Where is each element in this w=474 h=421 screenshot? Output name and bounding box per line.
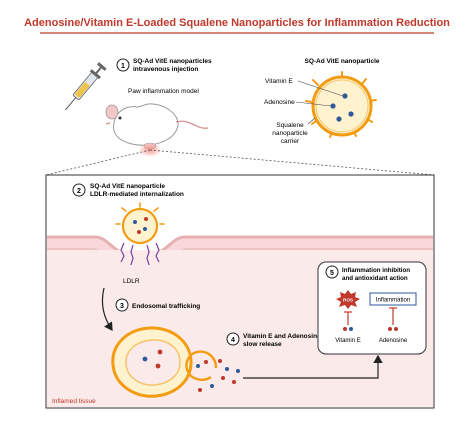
trafficking-arrow	[101, 287, 113, 331]
inflammation-label: Inflammation	[376, 298, 410, 304]
step2-number: 2	[77, 188, 81, 195]
np-adenosine-label: Adenosine	[264, 99, 295, 106]
step1-badge	[116, 58, 130, 72]
step4-line1: Vitamin E and Adenosine	[243, 333, 321, 340]
endosome	[111, 326, 193, 398]
step2-line2: LDLR-mediated internalization	[90, 191, 184, 198]
release-vesicle	[185, 350, 218, 381]
np-adenosine-pointer	[295, 101, 332, 107]
syringe-icon	[65, 62, 107, 111]
step5-line2: and antioxidant action	[342, 275, 408, 282]
zoom-line-left	[45, 149, 151, 176]
step4-line2: slow release	[243, 341, 282, 348]
step5-number: 5	[330, 270, 334, 277]
nanoparticle-title: SQ-Ad VitE nanoparticle	[304, 58, 379, 65]
np-vitamin-e-pointer	[297, 80, 344, 97]
nanoparticle-large	[305, 71, 377, 138]
step4-number: 4	[231, 337, 235, 344]
step4-badge	[226, 332, 240, 346]
step2-badge	[72, 183, 86, 197]
step2-line1: SQ-Ad VitE nanoparticle	[90, 183, 165, 190]
step3-number: 3	[120, 303, 124, 310]
np-carrier-line2: nanoparticle	[272, 130, 308, 137]
step1-number: 1	[121, 63, 125, 70]
release-to-action-arrow	[243, 354, 383, 379]
step5-adenosine-label: Adenosine	[379, 338, 408, 344]
ldlr-receptors	[120, 242, 160, 266]
page-title: Adenosine/Vitamin E-Loaded Squalene Nano…	[24, 17, 450, 29]
nanoparticle-internalizing	[115, 202, 165, 245]
adenosine-inhibits-inflammation	[389, 307, 397, 325]
mouse-illustration	[105, 103, 209, 150]
np-carrier-pointer	[307, 117, 316, 125]
step1-line1: SQ-Ad VitE nanoparticles	[133, 58, 212, 65]
step5-badge	[325, 265, 339, 279]
np-vitamin-e-label: Vitamin E	[265, 78, 293, 85]
step1-line2: intravenous injection	[133, 66, 198, 73]
ros-label: ROS	[343, 298, 353, 303]
adenosine-molecules	[388, 327, 398, 331]
np-carrier-line1: Squalene	[276, 122, 304, 129]
step5-line1: Inflammation inhibition	[342, 267, 410, 274]
np-carrier-line3: carrier	[281, 138, 300, 145]
inflamed-tissue-label: Inflamed tissue	[52, 398, 96, 405]
ros-burst-icon	[336, 290, 360, 309]
zoom-line-right	[149, 149, 435, 176]
inflammation-box	[369, 292, 417, 306]
released-molecules	[198, 359, 240, 392]
vitamin-e-molecules	[343, 327, 353, 331]
vitamin-e-inhibits-ros	[344, 311, 352, 325]
step3-label: Endosomal trafficking	[132, 303, 200, 310]
paw-model-label: Paw inflammation model	[128, 88, 199, 95]
ldlr-label: LDLR	[123, 278, 140, 285]
step3-badge	[115, 298, 129, 312]
step5-vitamin-e-label: Vitamin E	[335, 338, 361, 344]
